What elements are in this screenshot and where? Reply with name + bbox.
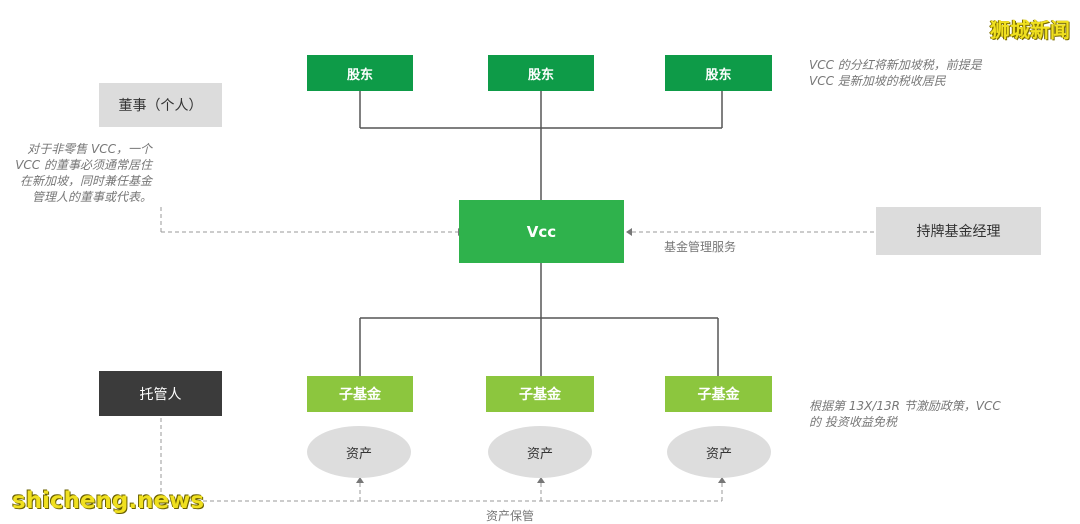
dividend-note-line-1: VCC 的分红将新加坡税，前提是 <box>809 58 982 72</box>
asset-ellipse-3: 资产 <box>667 426 771 478</box>
director-note-line-4: 管理人的董事或代表。 <box>31 190 152 204</box>
shareholder-box-1: 股东 <box>307 55 413 91</box>
director-box: 董事（个人） <box>99 83 222 127</box>
arrow-asset-3 <box>718 477 726 483</box>
watermark-bottom: shicheng.news <box>12 488 205 514</box>
arrow-asset-1 <box>356 477 364 483</box>
director-note: 对于非零售 VCC，一个 VCC 的董事必须通常居住 在新加坡，同时兼任基金 管… <box>0 141 152 205</box>
dividend-note: VCC 的分红将新加坡税，前提是 VCC 是新加坡的税收居民 <box>809 57 1039 89</box>
shareholder-box-2: 股东 <box>488 55 594 91</box>
fund-management-service-label: 基金管理服务 <box>664 240 737 254</box>
sub-fund-box-2: 子基金 <box>486 376 594 412</box>
sub-fund-box-1: 子基金 <box>307 376 413 412</box>
shareholder-box-3: 股东 <box>665 55 772 91</box>
watermark-top: 狮城新闻 <box>990 18 1070 42</box>
asset-custody-label: 资产保管 <box>486 509 535 523</box>
director-note-line-2: VCC 的董事必须通常居住 <box>15 158 152 172</box>
asset-ellipse-2: 资产 <box>488 426 592 478</box>
asset-ellipse-1: 资产 <box>307 426 411 478</box>
custodian-box: 托管人 <box>99 371 222 416</box>
sub-fund-box-3: 子基金 <box>665 376 772 412</box>
arrow-asset-2 <box>537 477 545 483</box>
vcc-box: Vcc <box>459 200 624 263</box>
arrow-fundmgr <box>626 228 632 236</box>
director-note-line-3: 在新加坡，同时兼任基金 <box>19 174 152 188</box>
director-note-line-1: 对于非零售 VCC，一个 <box>27 142 152 156</box>
fund-manager-box: 持牌基金经理 <box>876 207 1041 255</box>
dividend-note-line-2: VCC 是新加坡的税收居民 <box>809 74 946 88</box>
incentive-note-line-1: 根据第 13X/13R 节激励政策，VCC <box>809 399 1001 413</box>
incentive-note-line-2: 的 投资收益免税 <box>809 415 897 429</box>
incentive-note: 根据第 13X/13R 节激励政策，VCC 的 投资收益免税 <box>809 398 1049 430</box>
